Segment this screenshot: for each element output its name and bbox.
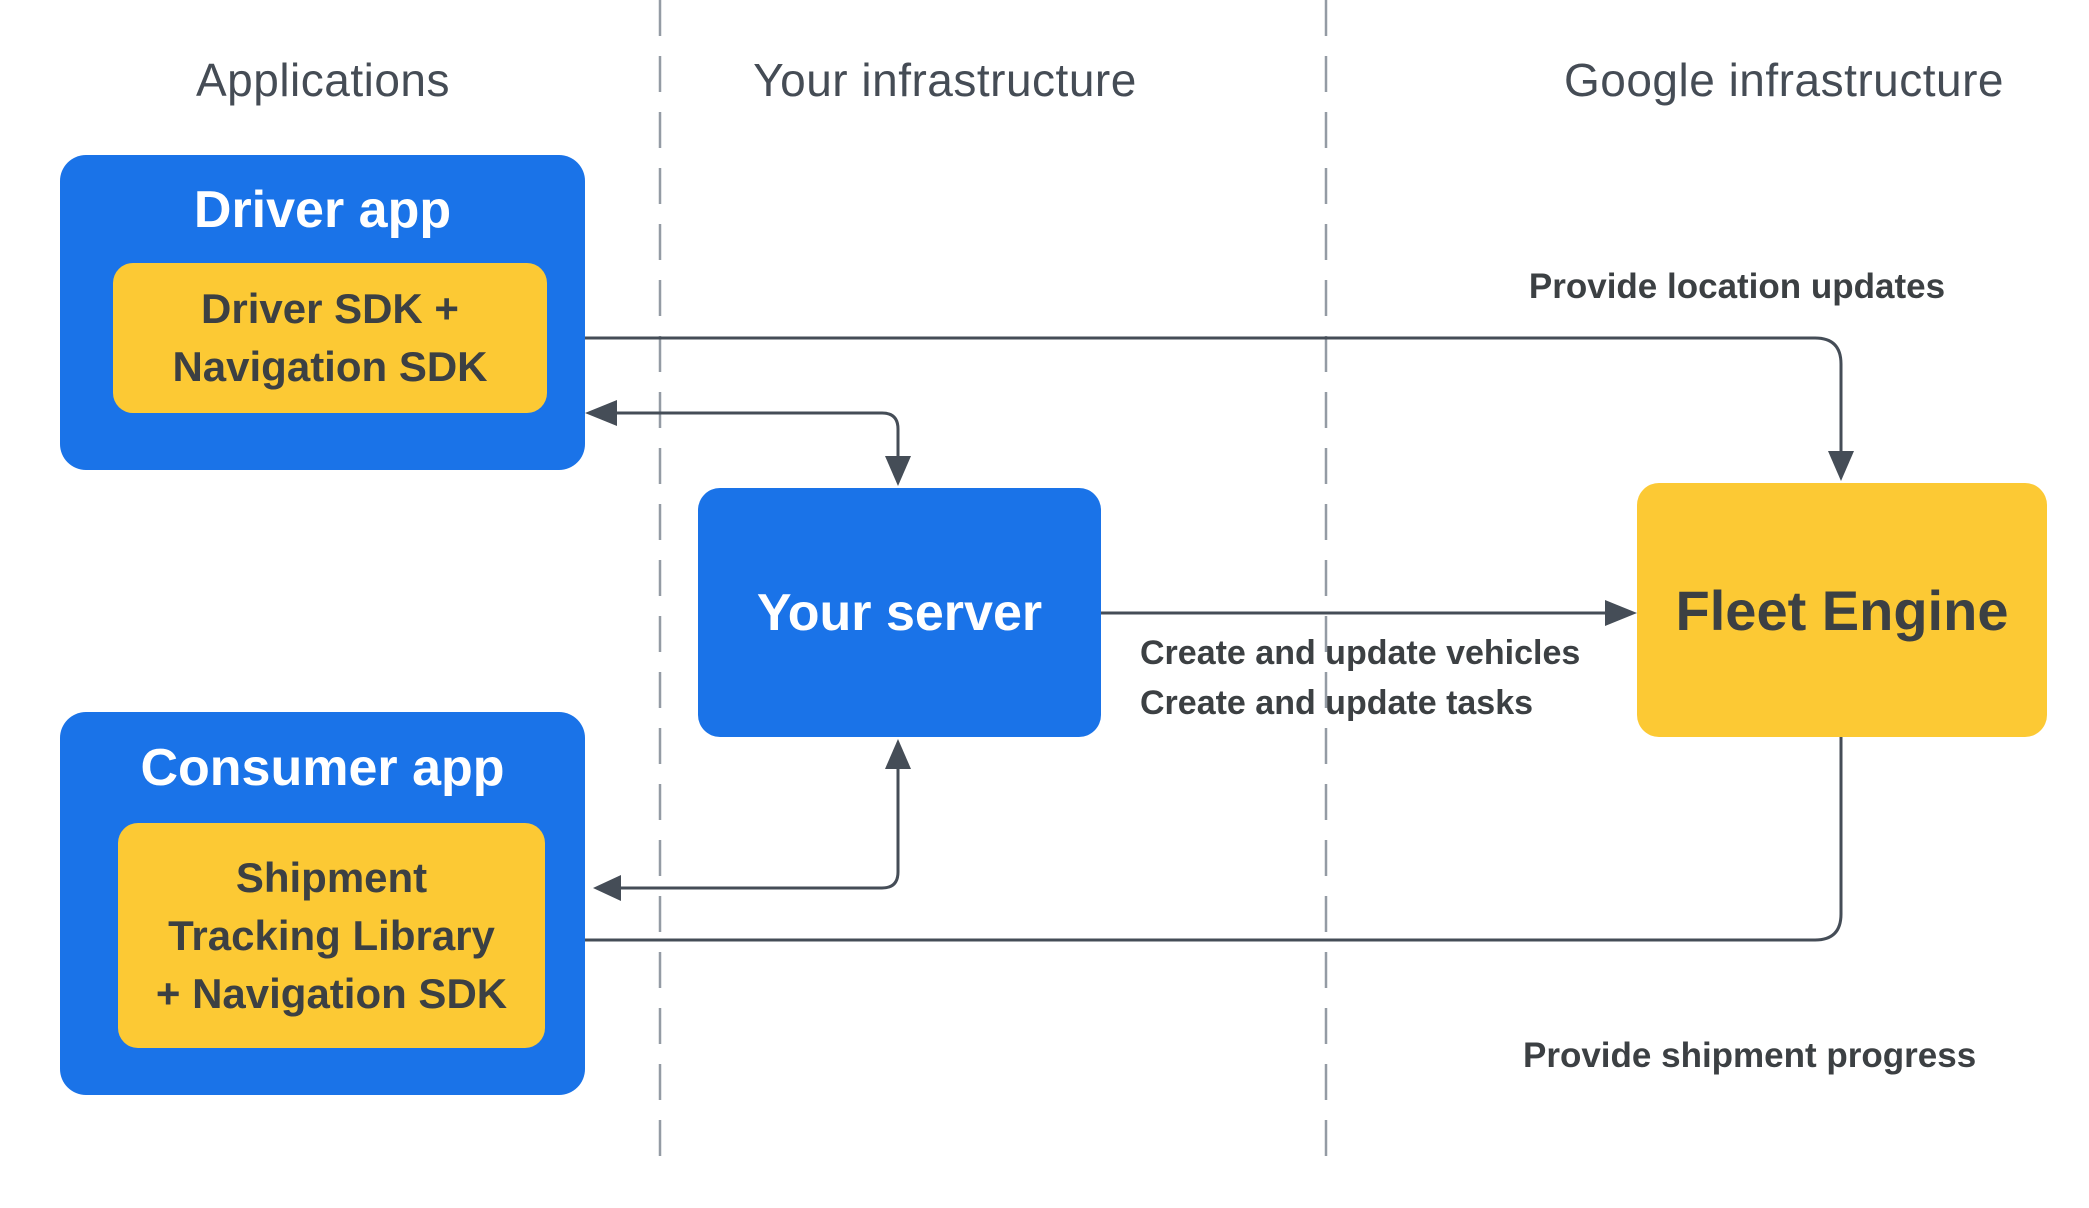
shipment-tracking-library-node: Shipment Tracking Library + Navigation S… — [118, 823, 545, 1048]
label-provide-location-updates: Provide location updates — [1528, 267, 1946, 306]
consumer-app-node: Consumer app Shipment Tracking Library +… — [60, 712, 585, 1095]
column-header-your-infrastructure: Your infrastructure — [753, 54, 1137, 106]
arrow-provide-location-updates — [548, 325, 1854, 481]
consumer-app-title: Consumer app — [140, 739, 505, 797]
label-create-vehicles: Create and update vehicles — [1140, 634, 1581, 672]
fleet-engine-node: Fleet Engine — [1637, 483, 2047, 737]
driver-app-title: Driver app — [193, 181, 452, 239]
shipment-tracking-line: + Navigation SDK — [155, 969, 508, 1017]
arrow-create-and-update — [1101, 600, 1637, 626]
label-create-and-update: Create and update vehicles Create and up… — [1140, 628, 1640, 728]
arrow-driver-app-your-server — [585, 400, 911, 486]
arrow-provide-shipment-progress — [550, 737, 1843, 953]
driver-sdk-node: Driver SDK + Navigation SDK — [113, 263, 547, 413]
shipment-tracking-line: Tracking Library — [168, 911, 495, 959]
column-header-applications: Applications — [195, 54, 451, 106]
shipment-tracking-line: Shipment — [235, 853, 428, 901]
driver-sdk-line: Navigation SDK — [172, 343, 488, 390]
driver-app-node: Driver app Driver SDK + Navigation SDK — [60, 155, 585, 470]
label-create-tasks: Create and update tasks — [1140, 684, 1534, 722]
label-provide-shipment-progress: Provide shipment progress — [1523, 1036, 1977, 1075]
column-header-google-infrastructure: Google infrastructure — [1563, 54, 2005, 106]
arrow-your-server-consumer-app — [593, 739, 911, 901]
driver-sdk-line: Driver SDK + — [201, 285, 459, 332]
your-server-node: Your server — [698, 488, 1101, 737]
